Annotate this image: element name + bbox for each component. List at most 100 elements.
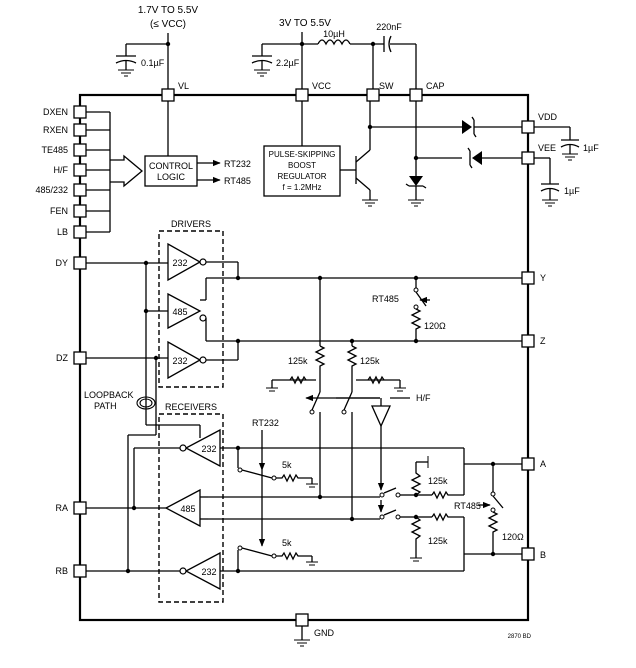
regulator-line1: PULSE-SKIPPING: [269, 150, 336, 159]
pin-dz-label: DZ: [56, 353, 68, 363]
receivers-block: RECEIVERS 232 485 232: [158, 402, 224, 603]
regulator-line2: BOOST: [288, 161, 316, 170]
vcc-cap-label: 2.2µF: [276, 58, 300, 68]
control-logic-line1: CONTROL: [149, 161, 193, 171]
pin-vee: [521, 151, 535, 165]
pin-z-label: Z: [540, 336, 546, 346]
pin-rxen-label: RXEN: [43, 125, 68, 135]
right-supply-pins: VDD 1µF VEE 1µF: [521, 112, 599, 207]
driver-232-top-label: 232: [172, 258, 187, 268]
vdd-cap-label: 1µF: [583, 143, 599, 153]
driver-232-bottom-label: 232: [172, 356, 187, 366]
r125k-y-label: 125k: [288, 356, 308, 366]
vl-range-label: 1.7V TO 5.5V: [138, 5, 199, 16]
drivers-dashed-box: [158, 230, 224, 388]
pin-sw: [366, 88, 380, 102]
r5k-b-label: 5k: [282, 538, 292, 548]
flying-cap-label: 220nF: [376, 22, 402, 32]
driver-485-label: 485: [172, 307, 187, 317]
loopback-label-2: PATH: [94, 401, 117, 411]
pin-b-label: B: [540, 550, 546, 560]
pin-hf-label: H/F: [54, 165, 69, 175]
pin-ra-label: RA: [55, 503, 68, 513]
vcc-supply: 3V TO 5.5V 2.2µF 10µH 220nF VCC SW CAP: [251, 18, 445, 102]
r125k-d-label: 125k: [428, 536, 448, 546]
boost-regulator: PULSE-SKIPPING BOOST REGULATOR f = 1.2MH…: [263, 101, 522, 207]
pin-rb-label: RB: [55, 566, 68, 576]
hf-switch-label: H/F: [416, 393, 431, 403]
pin-rb: [73, 564, 87, 578]
rt485-receiver-switch-label: RT485: [454, 501, 481, 511]
pin-dxen-label: DXEN: [43, 107, 68, 117]
pin-te485: [73, 143, 87, 157]
receiver-485: [164, 488, 201, 528]
receiver-232-top-label: 232: [201, 444, 216, 454]
pin-dy: [73, 256, 87, 270]
vl-cap-label: 0.1µF: [141, 58, 165, 68]
pin-vdd: [521, 120, 535, 134]
left-control-pins: DXEN RXEN TE485 H/F 485/232 FEN LB: [35, 105, 87, 239]
pin-dy-label: DY: [55, 258, 68, 268]
r125k-c-label: 125k: [428, 476, 448, 486]
pin-dxen: [73, 105, 87, 119]
hf-buffer: [370, 405, 392, 428]
r125k-z-label: 125k: [360, 356, 380, 366]
vl-supply: 1.7V TO 5.5V (≤ VCC) 0.1µF VL: [115, 5, 199, 102]
pin-vcc: [295, 88, 309, 102]
pin-hf: [73, 163, 87, 177]
pin-cap: [409, 88, 423, 102]
driver-232-bottom: [167, 340, 202, 380]
control-logic-line2: LOGIC: [157, 172, 186, 182]
r5k-a-label: 5k: [282, 460, 292, 470]
rt232-switch-label: RT232: [252, 418, 279, 428]
inductor: [317, 39, 351, 46]
pin-b: [521, 547, 535, 561]
pin-z: [521, 334, 535, 348]
pin-vl-label: VL: [178, 81, 189, 91]
resistor-120-ab-label: 120Ω: [502, 532, 524, 542]
control-out-rt485: RT485: [224, 176, 251, 186]
resistor-120-yz: [410, 308, 422, 341]
pin-y-label: Y: [540, 273, 546, 283]
pin-a-label: A: [540, 459, 546, 469]
regulator-box: [263, 145, 341, 197]
pin-vl: [161, 88, 175, 102]
pin-lb: [73, 225, 87, 239]
inductor-label: 10µH: [323, 29, 345, 39]
gnd-pin-group: GND: [294, 613, 335, 647]
pin-485-232-label: 485/232: [35, 185, 68, 195]
driver-wiring: DY DZ Y Z: [55, 256, 546, 484]
control-logic: CONTROL LOGIC RT232 RT485: [86, 101, 251, 233]
pin-vdd-label: VDD: [538, 112, 558, 122]
pin-y: [521, 271, 535, 285]
resistor-120-yz-label: 120Ω: [424, 321, 446, 331]
pin-vee-label: VEE: [538, 143, 556, 153]
receiver-232-bottom-label: 232: [201, 567, 216, 577]
drivers-block: DRIVERS 232 485 232: [158, 219, 224, 388]
pin-gnd-label: GND: [314, 628, 335, 638]
pin-fen-label: FEN: [50, 206, 68, 216]
loopback-label-1: LOOPBACK: [84, 390, 134, 400]
control-out-rt232: RT232: [224, 159, 251, 169]
driver-232-top: [167, 242, 202, 282]
loopback-path: LOOPBACK PATH: [84, 358, 201, 571]
pin-gnd: [295, 613, 309, 627]
resistor-120-ab: [487, 511, 499, 554]
pin-rxen: [73, 123, 87, 137]
vee-cap-label: 1µF: [564, 186, 580, 196]
regulator-line4: f = 1.2MHz: [283, 183, 322, 192]
control-logic-box: [144, 155, 198, 187]
drivers-label: DRIVERS: [171, 219, 211, 229]
pin-te485-label: TE485: [41, 145, 68, 155]
pin-a: [521, 457, 535, 471]
pin-485-232: [73, 183, 87, 197]
vcc-range-label: 3V TO 5.5V: [279, 18, 331, 29]
rt485-driver-switch-label: RT485: [372, 294, 399, 304]
pin-sw-label: SW: [379, 81, 394, 91]
pin-ra: [73, 501, 87, 515]
pin-fen: [73, 204, 87, 218]
regulator-line3: REGULATOR: [277, 172, 326, 181]
vl-limit-label: (≤ VCC): [150, 19, 186, 30]
